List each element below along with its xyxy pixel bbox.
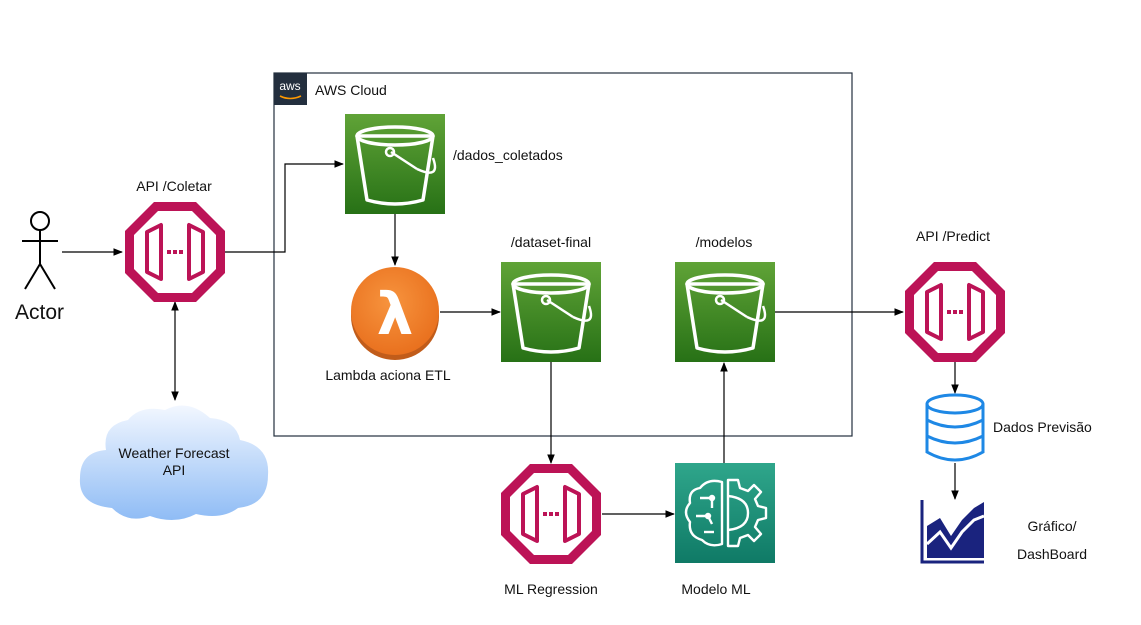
modelo-ml-label: Modelo ML <box>681 581 751 597</box>
lambda-glyph: λ <box>377 280 414 348</box>
ml-regression-label: ML Regression <box>504 581 598 597</box>
api-predict-icon <box>903 260 1007 364</box>
grafico-line2: DashBoard <box>1016 546 1088 562</box>
lambda-icon: λ <box>351 267 439 360</box>
weather-api-label: Weather Forecast API <box>104 445 244 479</box>
aws-cloud-title: AWS Cloud <box>315 82 387 98</box>
aws-logo-smile <box>279 95 302 100</box>
ml-regression-icon <box>499 462 603 566</box>
dashboard-chart-icon <box>920 500 985 564</box>
grafico-line1: Gráfico/ <box>1027 518 1077 534</box>
api-predict-label: API /Predict <box>916 228 990 244</box>
dados-previsao-label: Dados Previsão <box>993 419 1092 435</box>
weather-api-line1: Weather Forecast <box>118 445 230 461</box>
weather-api-line2: API <box>162 462 186 478</box>
bucket-modelos-label: /modelos <box>695 234 753 250</box>
lambda-label: Lambda aciona ETL <box>325 367 451 383</box>
database-icon <box>925 393 985 462</box>
modelo-ml-icon <box>675 463 775 563</box>
api-coletar-icon <box>123 200 227 304</box>
weather-cloud-icon <box>79 405 269 521</box>
bucket-dados-label: /dados_coletados <box>453 147 563 163</box>
actor-icon <box>22 211 58 290</box>
aws-logo <box>274 73 307 105</box>
grafico-label: Gráfico/ DashBoard <box>1017 512 1087 568</box>
edge-api-coletar-to-bucket <box>225 160 344 253</box>
aws-cloud-group <box>273 72 853 437</box>
aws-logo-text: aws <box>279 79 300 93</box>
actor-label: Actor <box>15 301 65 324</box>
api-coletar-label: API /Coletar <box>136 178 212 194</box>
bucket-dataset-label: /dataset-final <box>510 234 592 250</box>
